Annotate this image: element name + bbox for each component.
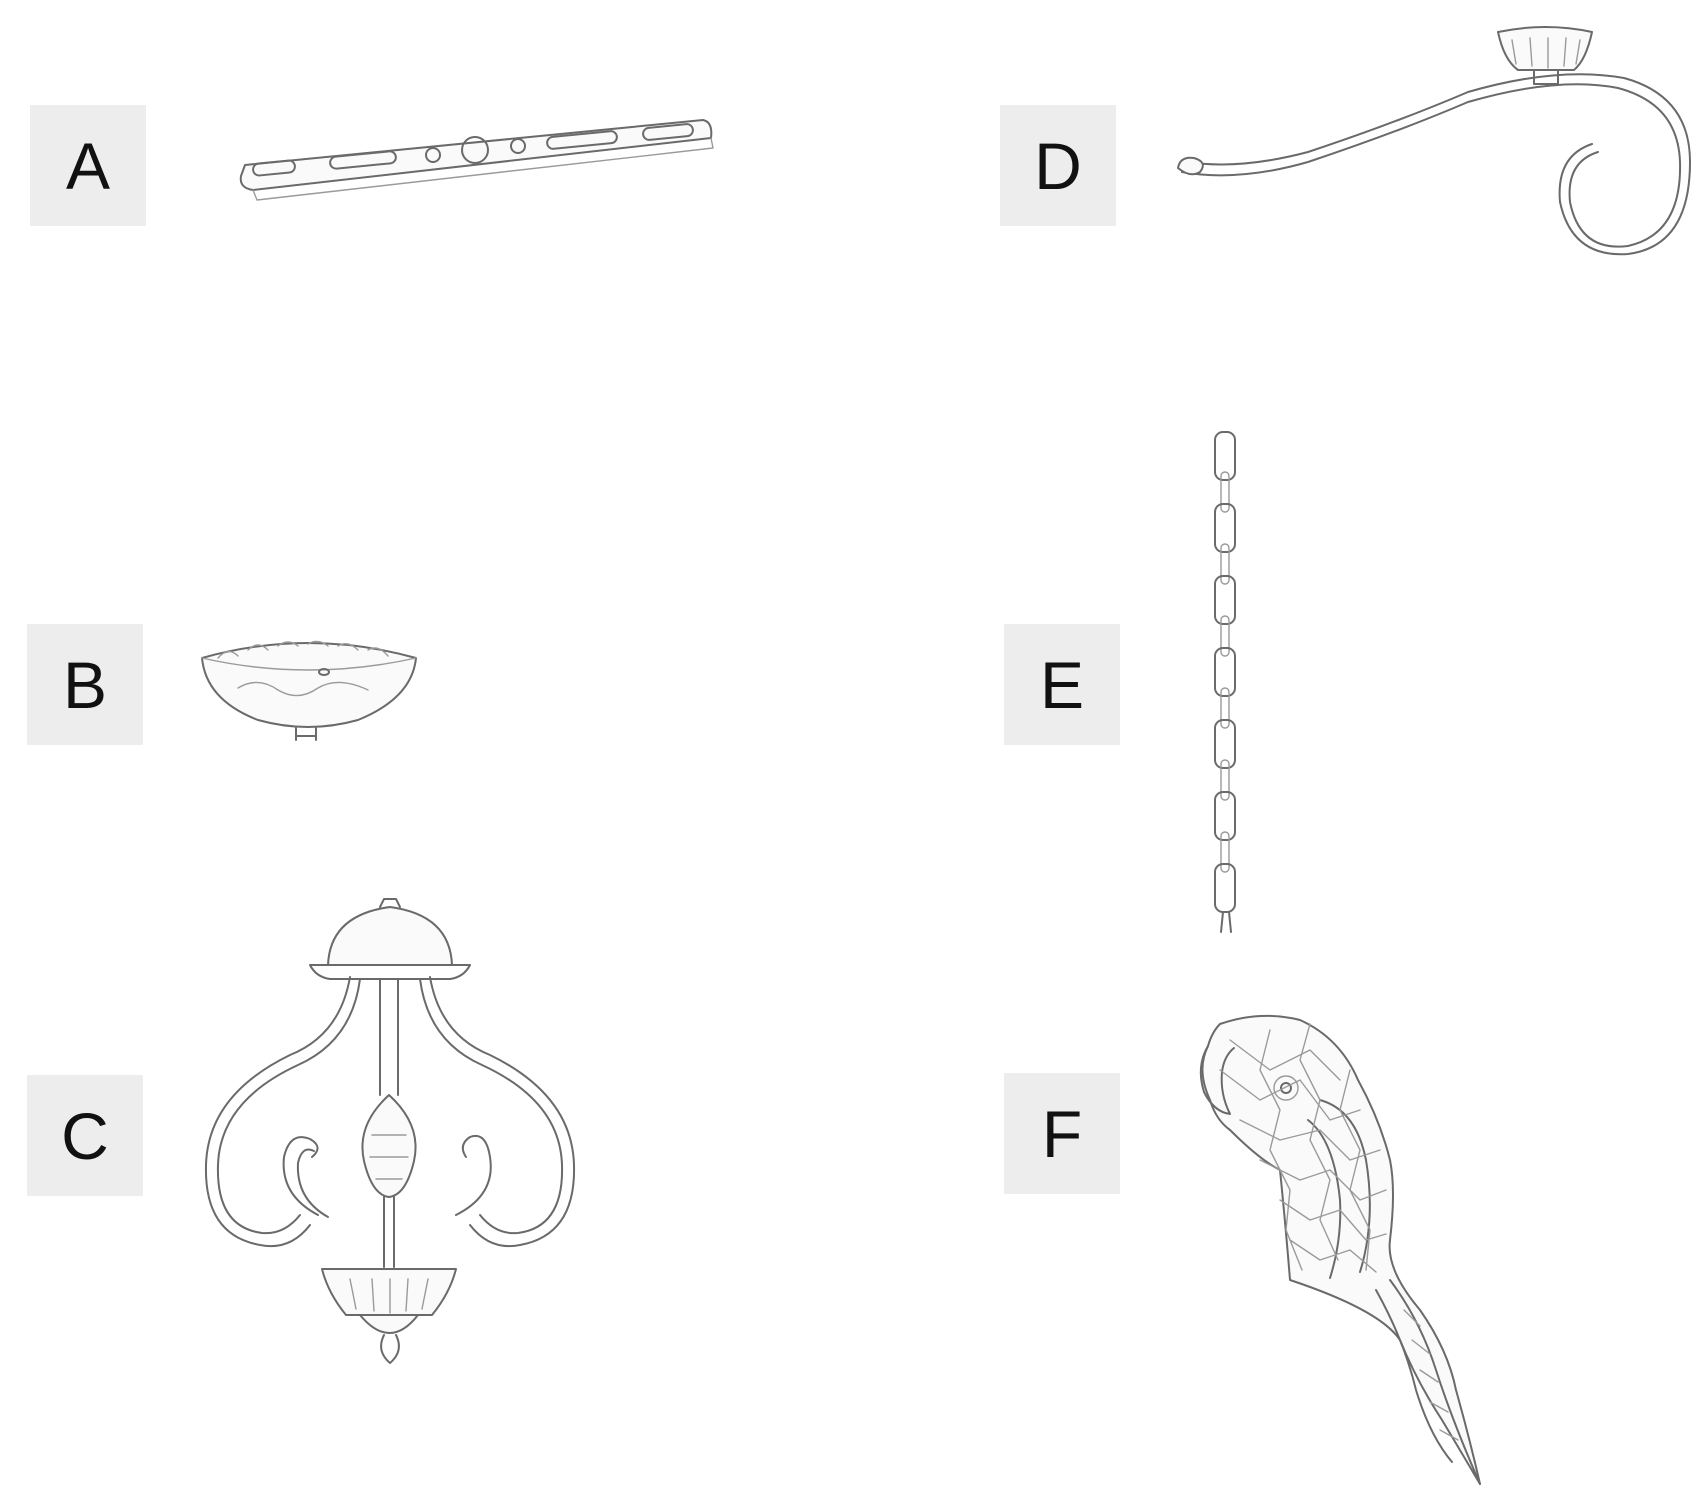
part-e-chain (1205, 428, 1245, 938)
part-c-chandelier-frame (200, 895, 580, 1375)
label-e: E (1004, 624, 1120, 745)
part-a-mounting-bar (235, 110, 715, 210)
label-b-text: B (63, 652, 107, 718)
label-d-text: D (1034, 133, 1082, 199)
part-f-parrot (1190, 1010, 1520, 1488)
label-c: C (27, 1075, 143, 1196)
label-e-text: E (1040, 652, 1084, 718)
label-a: A (30, 105, 146, 226)
label-c-text: C (61, 1103, 109, 1169)
label-b: B (27, 624, 143, 745)
part-d-curved-arm (1178, 12, 1690, 257)
label-f-text: F (1042, 1101, 1082, 1167)
label-d: D (1000, 105, 1116, 226)
part-b-ceiling-canopy (198, 628, 420, 743)
label-f: F (1004, 1073, 1120, 1194)
label-a-text: A (66, 133, 110, 199)
